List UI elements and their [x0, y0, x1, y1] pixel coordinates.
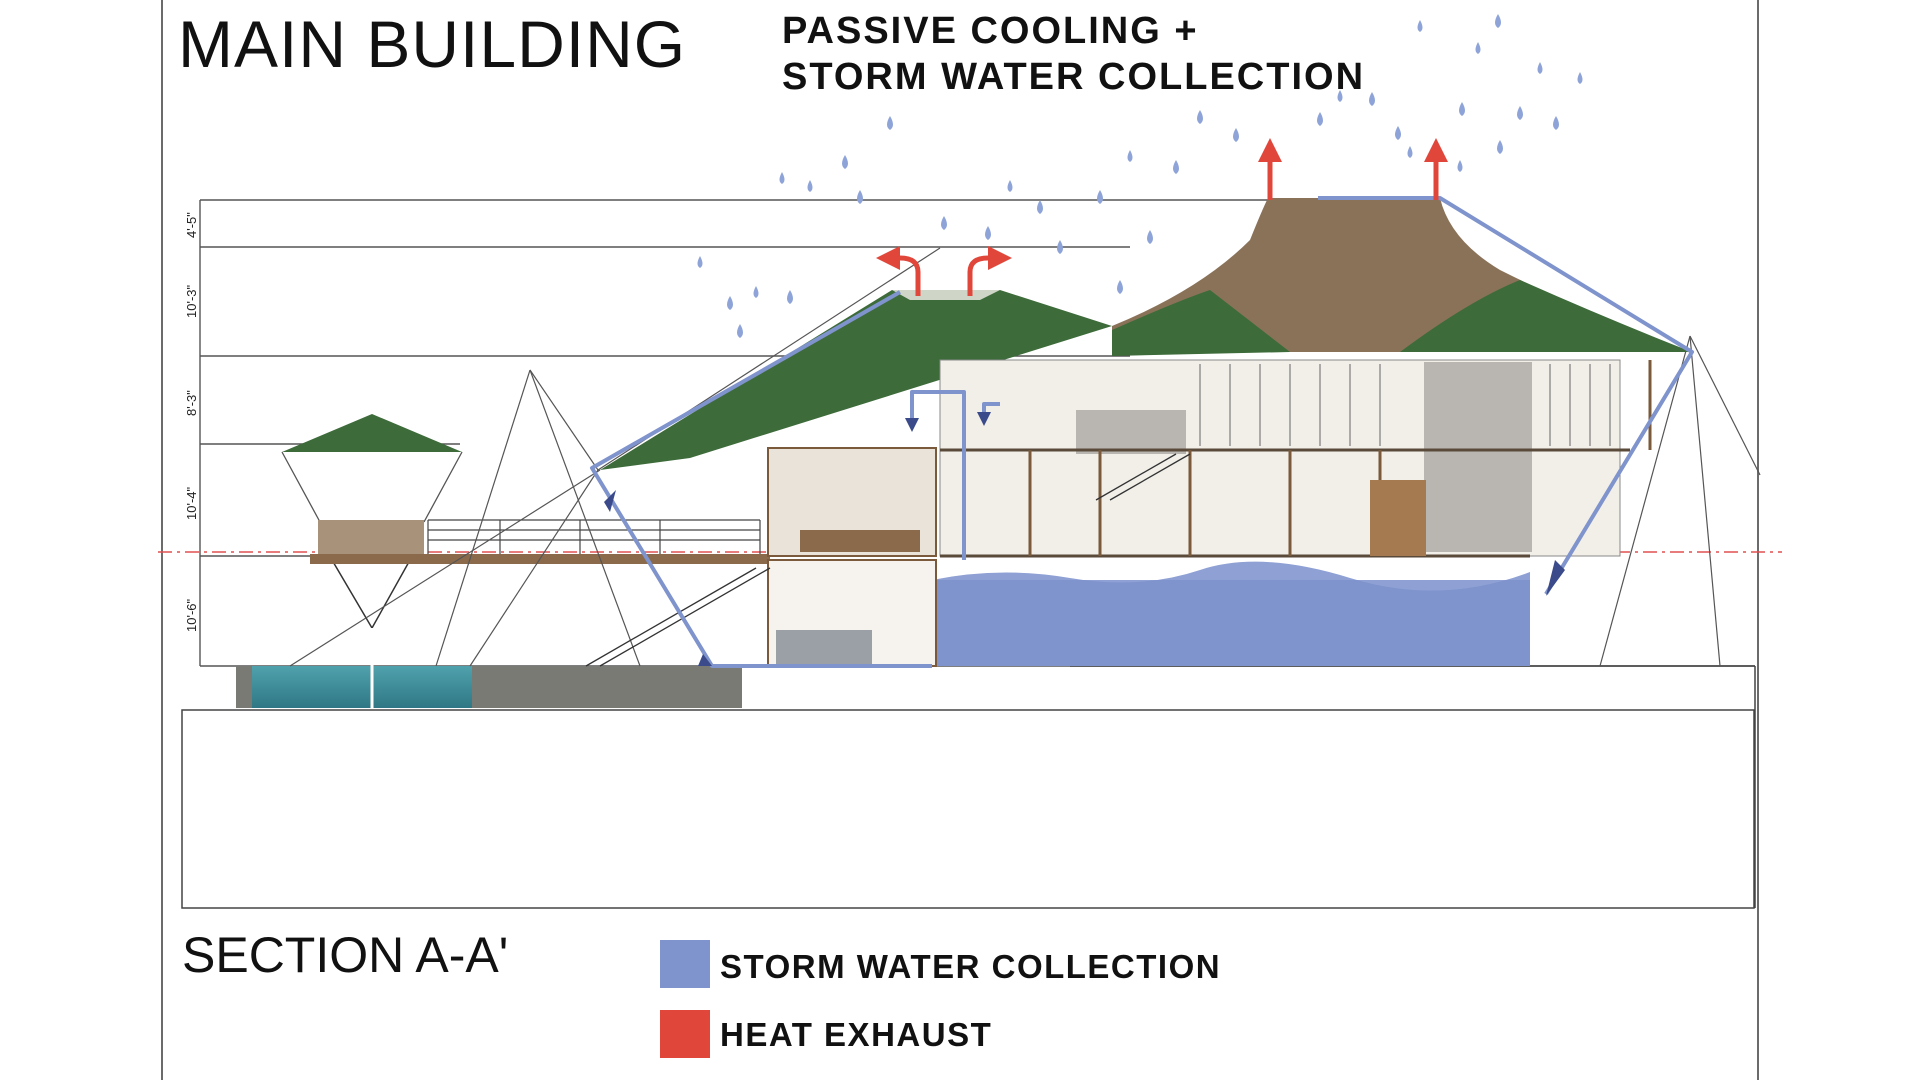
storm-water-internal-branch: [982, 402, 1000, 412]
main-roof-green-left: [1112, 290, 1290, 356]
rain: [697, 14, 1583, 338]
raindrop-icon: [1127, 150, 1133, 162]
storm-water-path-left: [590, 290, 932, 668]
raindrop-icon: [1097, 190, 1103, 204]
raindrop-icon: [985, 226, 991, 240]
stone-planter: [1076, 410, 1186, 454]
gazebo-base: [330, 559, 412, 630]
boardwalk-railing: [427, 519, 761, 554]
raindrop-icon: [1369, 92, 1375, 106]
dimension-label-3: 8'-3": [184, 390, 199, 416]
raindrop-icon: [807, 180, 813, 192]
raindrop-icon: [1495, 14, 1501, 28]
heat-exhaust-arrows: [899, 156, 1439, 296]
raindrop-icon: [1317, 112, 1323, 126]
downward-arrow-icon: [905, 418, 919, 432]
gazebo: [281, 414, 463, 708]
storm-water-flow-path: [590, 196, 1694, 668]
staircase: [585, 453, 1191, 667]
raindrop-icon: [727, 296, 733, 310]
raindrop-icon: [1197, 110, 1203, 124]
dimension-label-2: 10'-3": [184, 284, 199, 318]
main-roof-green-right: [1400, 280, 1692, 352]
storm-water-internal-pipe: [910, 390, 966, 560]
foundation-outline: [181, 709, 1755, 909]
pavilion-bench: [800, 530, 920, 552]
raindrop-icon: [857, 190, 863, 204]
raindrop-icon: [1497, 140, 1503, 154]
raindrop-icon: [941, 216, 947, 230]
raindrop-icon: [1537, 62, 1543, 74]
raindrop-icon: [1417, 20, 1423, 32]
legend-swatch-storm-water: [660, 940, 710, 988]
tension-cables: [289, 247, 1761, 667]
raindrop-icon: [1407, 146, 1413, 158]
frame-right-border: [1757, 0, 1759, 1080]
raindrop-icon: [1037, 200, 1043, 214]
storm-water-arrows: [604, 412, 1565, 666]
subtitle-line-1: PASSIVE COOLING +: [782, 10, 1199, 52]
raindrop-icon: [1457, 160, 1463, 172]
raindrop-icon: [697, 256, 703, 268]
heat-arrow-heads: [876, 138, 1448, 270]
downward-arrow-icon: [604, 490, 616, 512]
tank-water-surface: [932, 561, 1530, 591]
upward-arrow-icon: [1424, 138, 1448, 162]
gazebo-roof: [282, 414, 462, 452]
raindrop-icon: [753, 286, 759, 298]
heat-curve-right: [967, 255, 989, 296]
heat-curve-left: [899, 255, 921, 296]
drawing-subtitle: PASSIVE COOLING + STORM WATER COLLECTION: [782, 8, 1365, 100]
stone-core-wall: [1424, 362, 1532, 552]
legend-swatch-heat-exhaust: [660, 1010, 710, 1058]
raindrop-icon: [737, 324, 743, 338]
section-label: SECTION A-A': [182, 927, 509, 983]
downward-arrow-icon: [698, 654, 712, 666]
dimension-label-5: 10'-6": [184, 598, 199, 632]
raindrop-icon: [1553, 116, 1559, 130]
building-columns: [1028, 360, 1652, 556]
raindrop-icon: [1147, 230, 1153, 244]
gazebo-seat: [318, 520, 424, 554]
raindrop-icon: [1459, 102, 1465, 116]
raindrop-icon: [1007, 180, 1013, 192]
storm-water-tank: [932, 580, 1530, 666]
drawing-title: MAIN BUILDING: [178, 7, 687, 81]
raindrop-icon: [787, 290, 793, 304]
subtitle-line-2: STORM WATER COLLECTION: [782, 56, 1366, 98]
raindrop-icon: [1057, 240, 1063, 254]
main-roof: [1112, 198, 1692, 356]
raindrop-icon: [1577, 72, 1583, 84]
downward-arrow-icon: [977, 412, 991, 426]
kitchen-counter: [776, 630, 872, 664]
dimension-labels: 4'-5" 10'-3" 8'-3" 10'-4" 10'-6": [184, 212, 199, 632]
upward-arrow-icon: [876, 246, 900, 270]
window-mullions: [1199, 364, 1611, 446]
raindrop-icon: [1395, 126, 1401, 140]
raindrop-icon: [1517, 106, 1523, 120]
frame-left-border: [161, 0, 163, 1080]
raindrop-icon: [887, 116, 893, 130]
raindrop-icon: [1173, 160, 1179, 174]
downward-arrow-icon: [1546, 560, 1565, 596]
raindrop-icon: [1337, 90, 1343, 102]
raindrop-icon: [842, 155, 848, 169]
raindrop-icon: [1233, 128, 1239, 142]
dimension-label-1: 4'-5": [184, 212, 199, 238]
raindrop-icon: [1475, 42, 1481, 54]
legend-label-storm-water: STORM WATER COLLECTION: [720, 948, 1222, 985]
building-body: [585, 359, 1652, 667]
upward-arrow-icon: [988, 246, 1012, 270]
storage-shelves: [1370, 480, 1426, 556]
dimension-label-4: 10'-4": [184, 486, 199, 520]
upward-arrow-icon: [1258, 138, 1282, 162]
pool-water: [252, 666, 472, 708]
sail-roof-left: [600, 290, 1112, 470]
raindrop-icon: [779, 172, 785, 184]
raindrop-icon: [1117, 280, 1123, 294]
legend-label-heat-exhaust: HEAT EXHAUST: [720, 1016, 993, 1053]
storm-water-path-right: [1318, 196, 1694, 596]
